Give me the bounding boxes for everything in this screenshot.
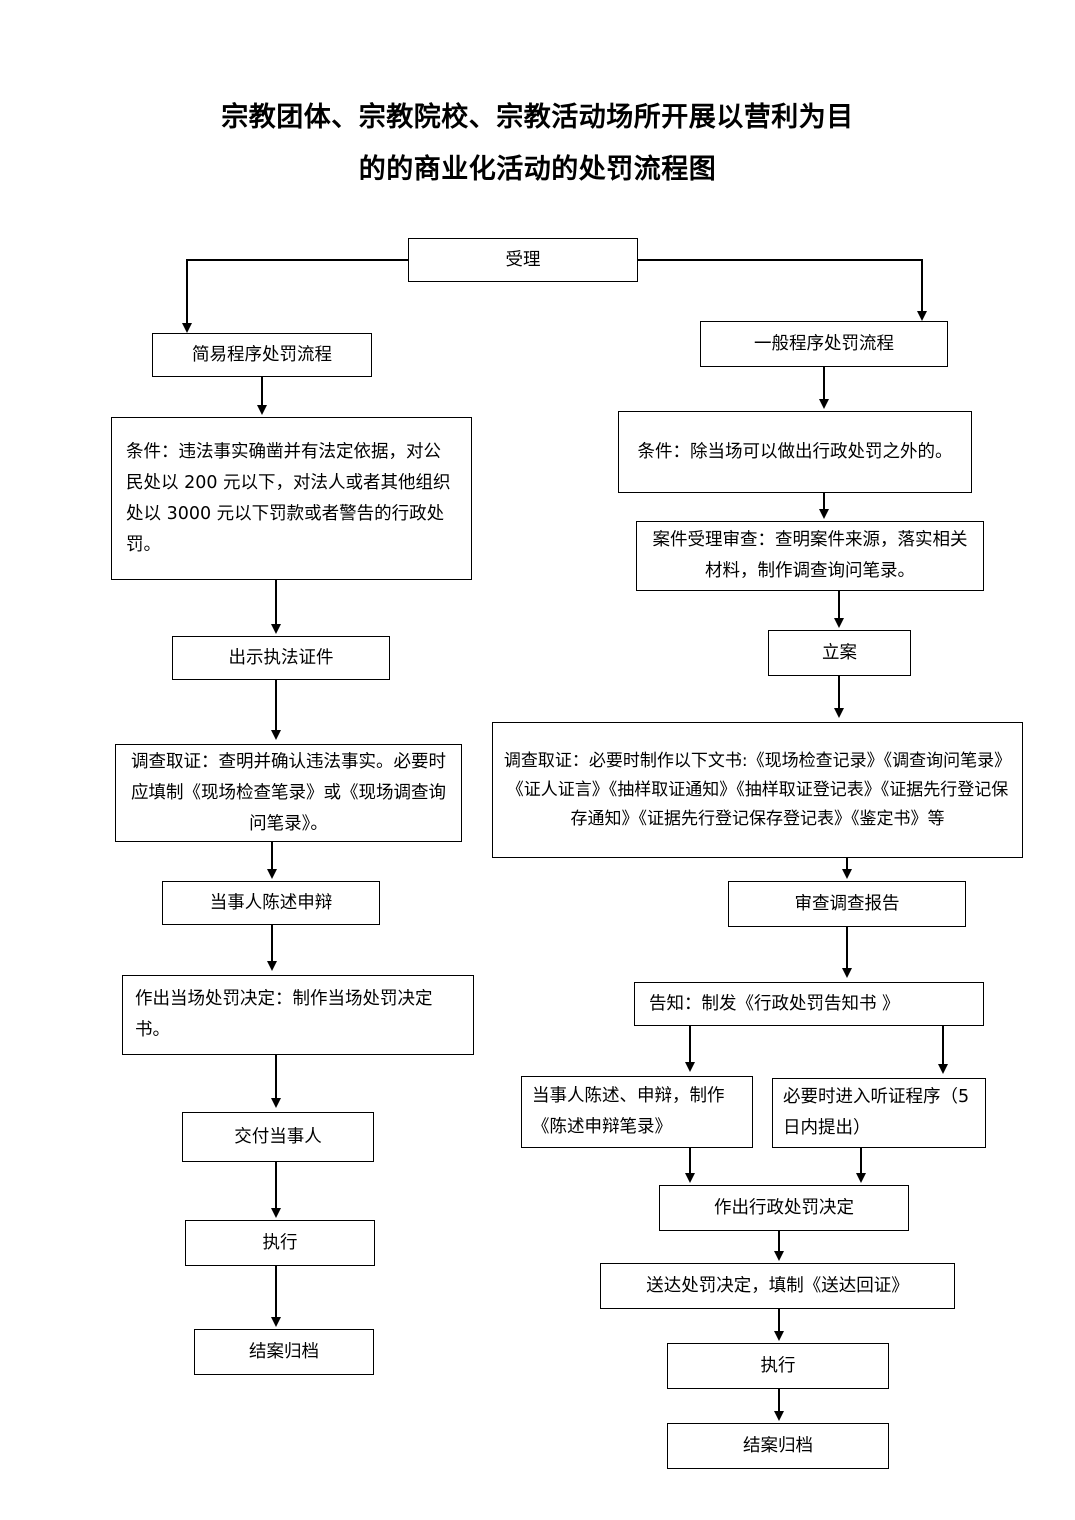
node-simple-evidence-label: 调查取证：查明并确认违法事实。必要时应填制《现场检查笔录》或《现场调查询问笔录》… (131, 751, 446, 834)
node-general-condition[interactable]: 条件：除当场可以做出行政处罚之外的。 (618, 411, 972, 493)
node-accept[interactable]: 受理 (408, 238, 638, 282)
node-general-condition-label: 条件：除当场可以做出行政处罚之外的。 (637, 441, 953, 462)
arrowhead-deliver-to-execute-left (270, 1208, 281, 1218)
edge-general-branch-to-condition (823, 367, 825, 401)
node-serve-decision-label: 送达处罚决定，填制《送达回证》 (646, 1275, 909, 1296)
arrowhead-general-condition-to-case-review (818, 509, 829, 519)
edge-onsite-decision-to-deliver (275, 1055, 277, 1100)
edge-execute-left-to-archive-left (275, 1266, 277, 1317)
arrowhead-hearing-to-penalty (855, 1173, 866, 1183)
node-general-branch-label: 一般程序处罚流程 (754, 333, 894, 354)
node-party-statement-general-label: 当事人陈述、申辩，制作《陈述申辩笔录》 (532, 1086, 725, 1137)
page-title: 宗教团体、宗教院校、宗教活动场所开展以营利为目 的的商业化活动的处罚流程图 (120, 92, 955, 196)
arrowhead-general-branch-to-condition (818, 399, 829, 409)
arrowhead-simple-branch-to-condition (256, 405, 267, 415)
arrowhead-notice-to-party-statement-general (684, 1062, 695, 1072)
edge-notice-to-hearing (942, 1026, 944, 1064)
arrowhead-party-statement-to-onsite-decision (266, 961, 277, 971)
arrowhead-execute-right-to-archive-right (773, 1411, 784, 1421)
edge-accept-to-general-h (637, 259, 923, 261)
arrowhead-party-statement-general-to-penalty (684, 1173, 695, 1183)
node-general-branch[interactable]: 一般程序处罚流程 (700, 321, 948, 367)
node-notice[interactable]: 告知：制发《行政处罚告知书 》 (634, 982, 984, 1026)
node-onsite-decision-label: 作出当场处罚决定：制作当场处罚决定书。 (135, 989, 433, 1040)
edge-hearing-to-penalty (860, 1148, 862, 1174)
node-case-review[interactable]: 案件受理审查：查明案件来源，落实相关材料，制作调查询问笔录。 (636, 521, 984, 591)
edge-serve-to-execute-right (778, 1309, 780, 1331)
node-hearing[interactable]: 必要时进入听证程序（5 日内提出） (772, 1078, 986, 1148)
edge-party-statement-to-onsite-decision (271, 925, 273, 963)
arrowhead-credentials-to-simple-evidence (270, 730, 281, 740)
node-simple-branch-label: 简易程序处罚流程 (192, 344, 332, 365)
node-simple-condition[interactable]: 条件：违法事实确凿并有法定依据，对公民处以 200 元以下，对法人或者其他组织处… (111, 417, 472, 580)
node-case-review-label: 案件受理审查：查明案件来源，落实相关材料，制作调查询问笔录。 (652, 530, 968, 581)
edge-filing-to-general-evidence (838, 676, 840, 710)
node-archive-left-label: 结案归档 (249, 1341, 319, 1362)
node-archive-right-label: 结案归档 (743, 1435, 813, 1456)
node-penalty-decision-label: 作出行政处罚决定 (714, 1197, 854, 1218)
node-serve-decision[interactable]: 送达处罚决定，填制《送达回证》 (600, 1263, 955, 1309)
edge-accept-to-simple-h (186, 259, 408, 261)
node-hearing-label: 必要时进入听证程序（5 日内提出） (783, 1087, 970, 1138)
arrowhead-filing-to-general-evidence (833, 708, 844, 718)
node-execute-left[interactable]: 执行 (185, 1220, 375, 1266)
edge-general-evidence-to-review-report (846, 858, 848, 870)
edge-simple-condition-to-credentials (275, 580, 277, 626)
node-onsite-decision[interactable]: 作出当场处罚决定：制作当场处罚决定书。 (122, 975, 474, 1055)
arrowhead-simple-condition-to-credentials (270, 624, 281, 634)
arrowhead-case-review-to-filing (833, 618, 844, 628)
edge-penalty-to-serve (778, 1231, 780, 1253)
node-simple-condition-label: 条件：违法事实确凿并有法定依据，对公民处以 200 元以下，对法人或者其他组织处… (126, 441, 451, 555)
page-title-line-2: 的的商业化活动的处罚流程图 (358, 154, 717, 185)
node-filing-label: 立案 (822, 642, 857, 663)
edge-case-review-to-filing (838, 591, 840, 619)
arrowhead-review-report-to-notice (841, 968, 852, 978)
node-execute-right-label: 执行 (760, 1355, 796, 1376)
node-archive-right[interactable]: 结案归档 (667, 1423, 889, 1469)
node-deliver-party[interactable]: 交付当事人 (182, 1112, 374, 1162)
edge-general-condition-to-case-review (823, 493, 825, 511)
node-accept-label: 受理 (505, 249, 541, 270)
arrowhead-notice-to-hearing (937, 1064, 948, 1074)
node-simple-evidence[interactable]: 调查取证：查明并确认违法事实。必要时应填制《现场检查笔录》或《现场调查询问笔录》… (115, 744, 462, 842)
node-show-credentials[interactable]: 出示执法证件 (172, 636, 390, 680)
node-party-statement-simple-label: 当事人陈述申辩 (209, 892, 333, 913)
node-execute-right[interactable]: 执行 (667, 1343, 889, 1389)
node-deliver-party-label: 交付当事人 (234, 1126, 322, 1147)
node-notice-label: 告知：制发《行政处罚告知书 》 (649, 993, 900, 1014)
edge-simple-branch-to-condition (261, 377, 263, 407)
arrowhead-accept-to-general (916, 311, 927, 321)
edge-execute-right-to-archive-right (778, 1389, 780, 1412)
node-show-credentials-label: 出示执法证件 (228, 647, 334, 668)
arrowhead-general-evidence-to-review-report (841, 869, 852, 879)
edge-credentials-to-simple-evidence (275, 680, 277, 732)
node-simple-branch[interactable]: 简易程序处罚流程 (152, 333, 372, 377)
node-review-report[interactable]: 审查调查报告 (728, 881, 966, 927)
edge-review-report-to-notice (846, 927, 848, 970)
edge-deliver-to-execute-left (275, 1162, 277, 1208)
node-party-statement-general[interactable]: 当事人陈述、申辩，制作《陈述申辩笔录》 (521, 1076, 753, 1148)
node-general-evidence-label: 调查取证：必要时制作以下文书:《现场检查记录》《调查询问笔录》《证人证言》《抽样… (503, 750, 1012, 829)
edge-simple-evidence-to-party-statement (271, 842, 273, 870)
edge-party-statement-general-to-penalty (689, 1148, 691, 1174)
edge-accept-to-general-v (921, 259, 923, 313)
node-review-report-label: 审查调查报告 (794, 893, 900, 914)
node-execute-left-label: 执行 (262, 1232, 298, 1253)
arrowhead-penalty-to-serve (773, 1251, 784, 1261)
node-penalty-decision[interactable]: 作出行政处罚决定 (659, 1185, 909, 1231)
edge-accept-to-simple-v (186, 259, 188, 325)
node-archive-left[interactable]: 结案归档 (194, 1329, 374, 1375)
arrowhead-onsite-decision-to-deliver (270, 1098, 281, 1108)
arrowhead-execute-left-to-archive-left (270, 1317, 281, 1327)
page-title-line-1: 宗教团体、宗教院校、宗教活动场所开展以营利为目 (221, 102, 854, 133)
node-filing[interactable]: 立案 (768, 630, 911, 676)
edge-notice-to-party-statement-general (689, 1026, 691, 1064)
arrowhead-serve-to-execute-right (773, 1331, 784, 1341)
node-general-evidence[interactable]: 调查取证：必要时制作以下文书:《现场检查记录》《调查询问笔录》《证人证言》《抽样… (492, 722, 1023, 858)
node-party-statement-simple[interactable]: 当事人陈述申辩 (162, 881, 380, 925)
arrowhead-accept-to-simple (181, 323, 192, 333)
arrowhead-simple-evidence-to-party-statement (266, 869, 277, 879)
